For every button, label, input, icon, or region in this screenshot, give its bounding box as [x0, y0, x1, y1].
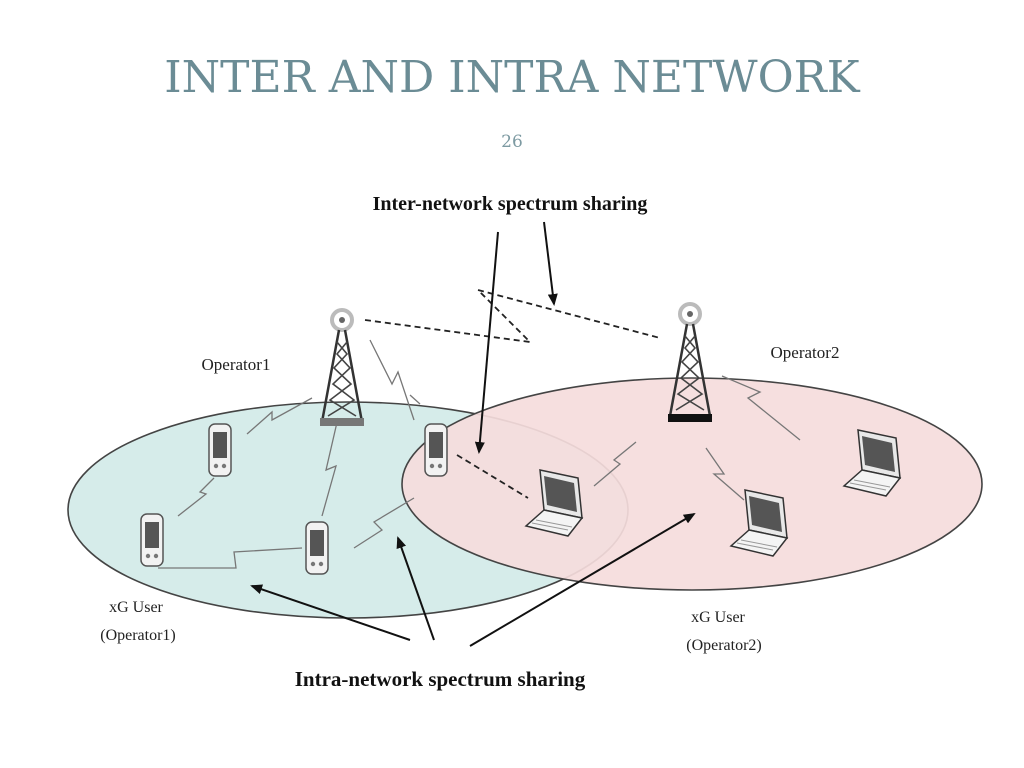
operator2-coverage-area [401, 377, 983, 591]
phone-device [140, 513, 164, 567]
phone-device [208, 423, 232, 477]
wireless-links [158, 339, 801, 569]
slide-title: INTER AND INTRA NETWORK [164, 52, 860, 103]
xg-user-operator1-label-line2: (Operator1) [100, 627, 176, 644]
operator2-label: Operator2 [771, 343, 840, 362]
operator1-base-station [320, 308, 364, 426]
xg-user-operator1-label-line1: xG User [109, 599, 163, 616]
inter-network-label: Inter-network spectrum sharing [373, 193, 648, 215]
operator2-base-station [668, 302, 712, 422]
page-number: 26 [501, 132, 523, 152]
xg-user-operator2-label-line1: xG User [691, 609, 745, 626]
intra-network-label: Intra-network spectrum sharing [295, 667, 586, 691]
operator1-label: Operator1 [202, 355, 271, 374]
phone-device [424, 423, 448, 477]
inter-network-dashed-links [364, 288, 661, 499]
annotation-arrows [250, 221, 696, 647]
phone-device [305, 521, 329, 575]
xg-user-operator2-label-line2: (Operator2) [686, 637, 762, 654]
